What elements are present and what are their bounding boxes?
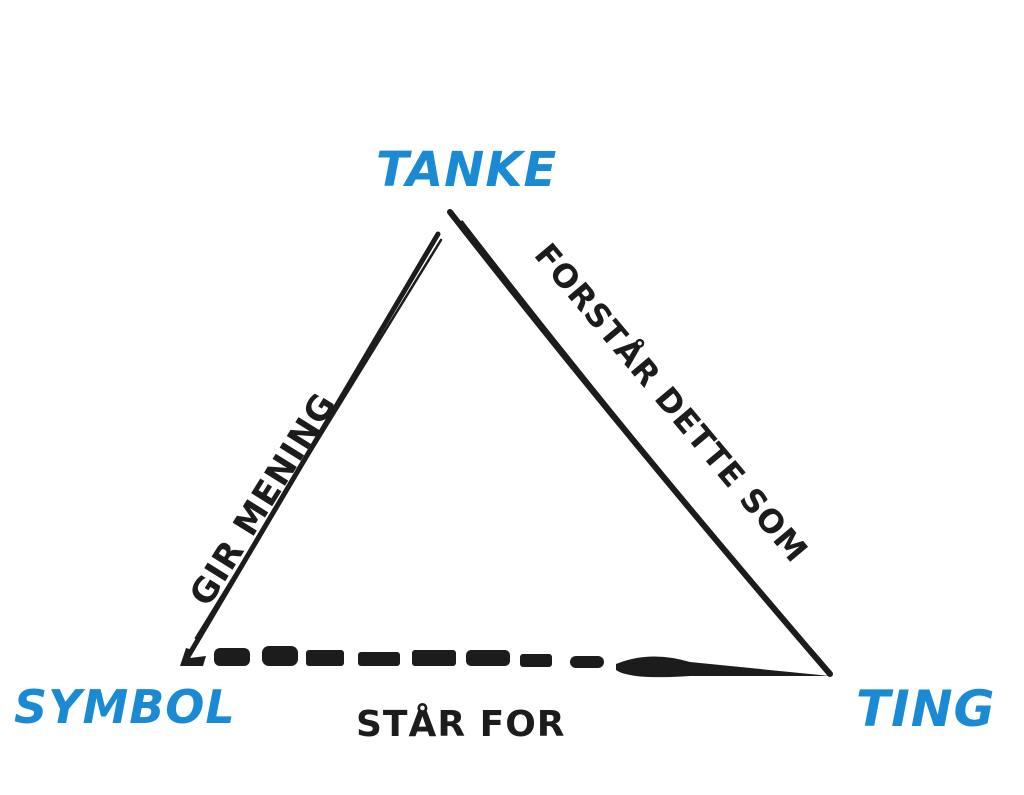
- node-tanke-label: TANKE: [376, 142, 558, 198]
- node-symbol-label: SYMBOL: [14, 680, 236, 734]
- edge-label-star-for: STÅR FOR: [356, 704, 566, 745]
- edge-line-right: [447, 209, 833, 677]
- edge-line-bottom: [180, 646, 830, 678]
- node-ting-label: TING: [856, 680, 996, 738]
- edge-line-left: [183, 231, 443, 663]
